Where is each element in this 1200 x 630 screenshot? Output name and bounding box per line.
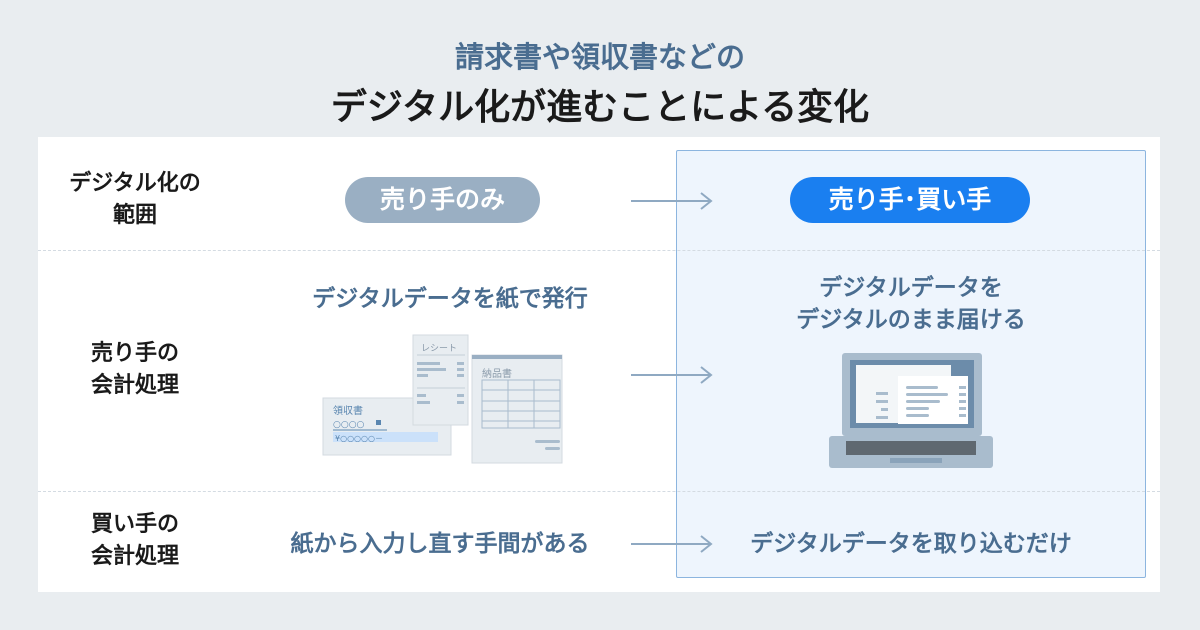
row-divider bbox=[38, 491, 1160, 492]
arrow-icon bbox=[631, 366, 713, 384]
laptop-illustration bbox=[829, 353, 993, 468]
title-line1: 請求書や領収書などの bbox=[454, 40, 745, 74]
arrow-icon bbox=[631, 192, 713, 210]
row-divider bbox=[38, 250, 1160, 251]
after-buyer-text: デジタルデータを取り込むだけ bbox=[750, 531, 1072, 557]
before-buyer-text: 紙から入力し直す手間がある bbox=[290, 531, 590, 557]
svg-text:領収書: 領収書 bbox=[333, 404, 363, 417]
svg-text:¥○○○○○－: ¥○○○○○－ bbox=[335, 434, 383, 443]
row-label-buyer: 買い手の会計処理 bbox=[90, 512, 179, 569]
before-pill: 売り手のみ bbox=[345, 177, 540, 223]
arrow-icon bbox=[631, 535, 713, 553]
svg-text:○○○○: ○○○○ bbox=[333, 420, 365, 430]
paper-documents-illustration: 納品書 領収書 ○○○○ ¥○○○○○－ レシート bbox=[322, 334, 563, 464]
row-label-seller: 売り手の会計処理 bbox=[90, 341, 179, 398]
svg-text:レシート: レシート bbox=[421, 344, 457, 354]
before-seller-text: デジタルデータを紙で発行 bbox=[312, 286, 588, 312]
svg-text:納品書: 納品書 bbox=[482, 367, 512, 380]
title-line2: デジタル化が進むことによる変化 bbox=[330, 87, 870, 128]
after-pill: 売り手･買い手 bbox=[790, 177, 1030, 223]
after-seller-text: デジタルデータをデジタルのまま届ける bbox=[796, 275, 1026, 333]
row-label-scope: デジタル化の範囲 bbox=[69, 171, 201, 228]
